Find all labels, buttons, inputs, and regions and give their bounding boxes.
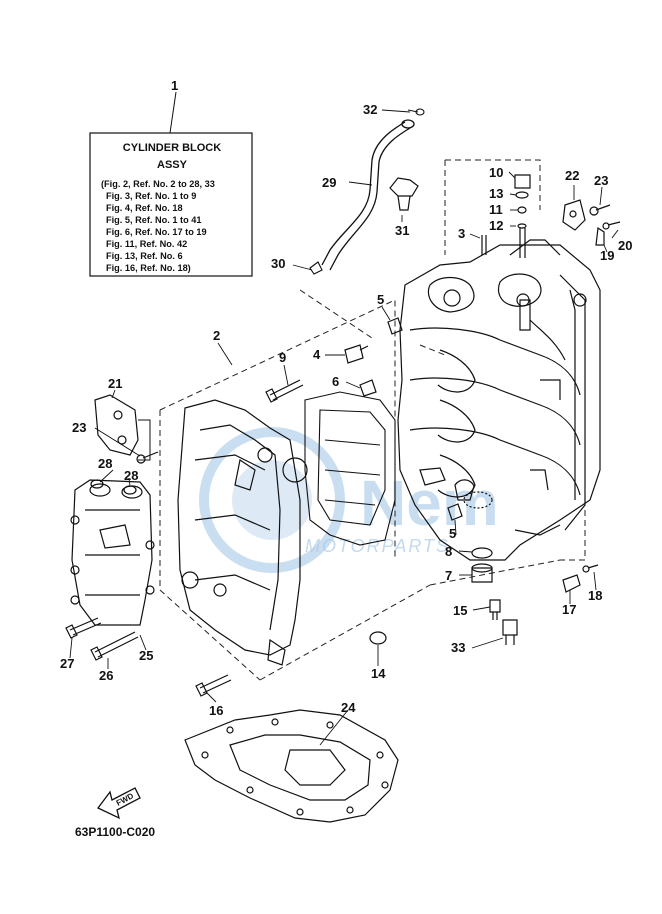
part-number: 15 bbox=[453, 603, 467, 618]
cylinder-block bbox=[397, 239, 601, 561]
part-number: 9 bbox=[279, 350, 286, 365]
part-number: 21 bbox=[108, 376, 122, 391]
part-number: 16 bbox=[209, 703, 223, 718]
watermark-brand: Nem bbox=[360, 467, 499, 539]
bolts bbox=[65, 174, 621, 697]
water-hose bbox=[321, 119, 415, 271]
info-box-line: Fig. 16, Ref. No. 18) bbox=[106, 263, 191, 273]
part-number: 10 bbox=[489, 165, 503, 180]
part-number: 18 bbox=[588, 588, 602, 603]
part-number: 27 bbox=[60, 656, 74, 671]
crankcase bbox=[177, 399, 308, 666]
part-number: 23 bbox=[594, 173, 608, 188]
part-number: 24 bbox=[341, 700, 356, 715]
part-number: 28 bbox=[124, 468, 138, 483]
part-number: 14 bbox=[371, 666, 386, 681]
info-box-line: Fig. 13, Ref. No. 6 bbox=[106, 251, 183, 261]
info-box-line: Fig. 4, Ref. No. 18 bbox=[106, 203, 183, 213]
part-number: 1 bbox=[171, 78, 178, 93]
part-number: 22 bbox=[565, 168, 579, 183]
thermostat-housing bbox=[70, 479, 155, 626]
info-box: CYLINDER BLOCK ASSY (Fig. 2, Ref. No. 2 … bbox=[89, 91, 253, 277]
part-number: 7 bbox=[445, 568, 452, 583]
part-number: 4 bbox=[313, 347, 321, 362]
clip-32 bbox=[407, 108, 425, 116]
part-number-labels: 1 32 29 31 30 10 13 11 12 3 22 23 20 19 … bbox=[60, 78, 632, 718]
info-box-line: Fig. 6, Ref. No. 17 to 19 bbox=[106, 227, 207, 237]
part-number: 32 bbox=[363, 102, 377, 117]
part-number: 2 bbox=[213, 328, 220, 343]
breather-plate bbox=[304, 391, 396, 546]
part-number: 23 bbox=[72, 420, 86, 435]
info-box-title: CYLINDER BLOCK bbox=[123, 142, 221, 154]
info-box-subtitle: ASSY bbox=[157, 159, 188, 171]
part-number: 3 bbox=[458, 226, 465, 241]
info-box-line: (Fig. 2, Ref. No. 2 to 28, 33 bbox=[101, 179, 215, 189]
part-number: 33 bbox=[451, 640, 465, 655]
clip-30 bbox=[309, 261, 323, 275]
clamp-31 bbox=[389, 177, 419, 211]
part-number: 29 bbox=[322, 175, 336, 190]
info-box-line: Fig. 11, Ref. No. 42 bbox=[106, 239, 187, 249]
info-box-line: Fig. 3, Ref. No. 1 to 9 bbox=[106, 191, 196, 201]
bracket-arrow-lines bbox=[138, 419, 151, 461]
part-number: 19 bbox=[600, 248, 614, 263]
part-number: 11 bbox=[489, 202, 503, 217]
part-number: 30 bbox=[271, 256, 285, 271]
part-number: 13 bbox=[489, 186, 503, 201]
part-number: 26 bbox=[99, 668, 113, 683]
leader-lines bbox=[69, 109, 619, 746]
part-number: 28 bbox=[98, 456, 112, 471]
part-number: 5 bbox=[449, 526, 456, 541]
watermark: Nem MOTORPARTS bbox=[199, 427, 499, 573]
part-number: 17 bbox=[562, 602, 576, 617]
part-number: 8 bbox=[445, 544, 452, 559]
fwd-arrow: FWD bbox=[97, 787, 141, 820]
info-box-line: Fig. 5, Ref. No. 1 to 41 bbox=[106, 215, 201, 225]
part-number: 20 bbox=[618, 238, 632, 253]
part-number: 25 bbox=[139, 648, 153, 663]
diagram-code: 63P1100-C020 bbox=[75, 825, 155, 839]
gasket-24 bbox=[184, 709, 399, 823]
bracket-21 bbox=[94, 394, 139, 456]
part-number: 6 bbox=[332, 374, 339, 389]
watermark-tagline: MOTORPARTS bbox=[305, 536, 450, 556]
part-number: 12 bbox=[489, 218, 503, 233]
part-number: 31 bbox=[395, 223, 409, 238]
part-number: 5 bbox=[377, 292, 384, 307]
